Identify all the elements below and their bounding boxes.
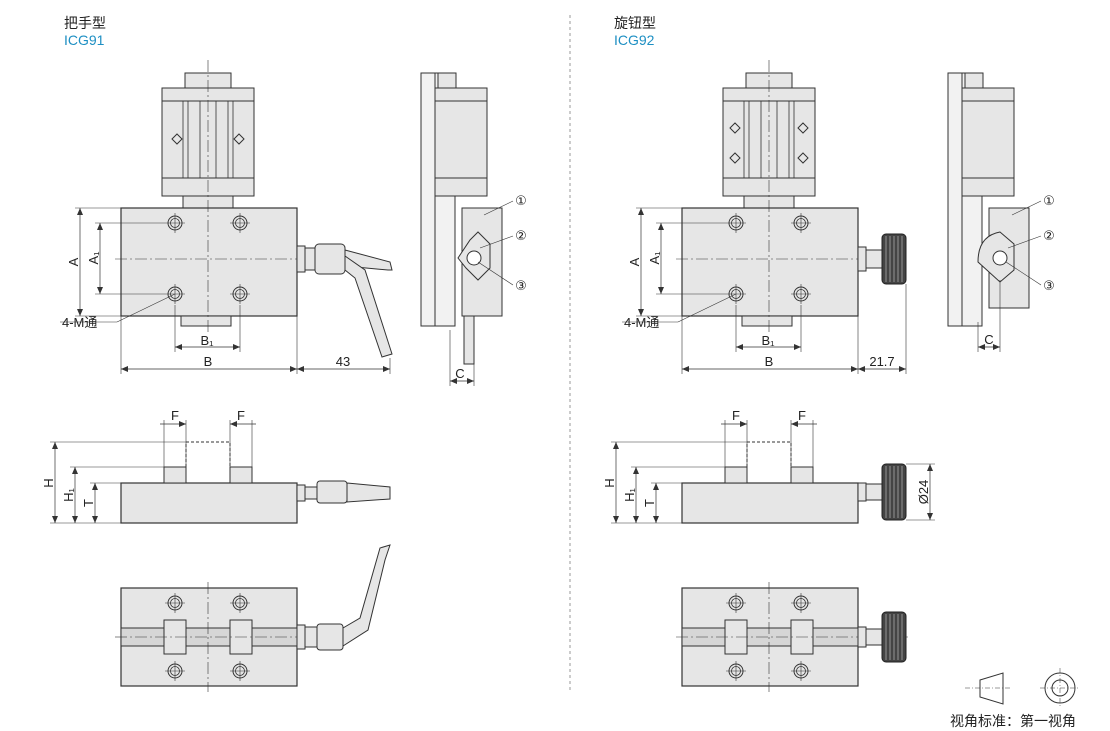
- right-front-view: [611, 420, 935, 524]
- projection-standard-label: 视角标准：第一视角: [950, 714, 1076, 730]
- left-callout-2: ②: [515, 228, 527, 243]
- left-dim-T: T: [81, 499, 96, 507]
- left-callout-1: ①: [515, 193, 527, 208]
- left-side-view: [420, 72, 514, 386]
- right-dim-H: H: [602, 478, 617, 487]
- left-title: 把手型: [64, 15, 106, 31]
- left-code: ICG91: [64, 32, 105, 48]
- right-bottom-view: [676, 582, 910, 692]
- left-main-block: [120, 207, 298, 317]
- right-title: 旋钮型: [614, 15, 656, 31]
- right-callout-3: ③: [1043, 278, 1055, 293]
- right-dim-H1: H₁: [622, 488, 637, 502]
- right-main-block: [681, 207, 859, 317]
- left-front-view: [50, 420, 391, 524]
- left-dim-H1: H₁: [61, 488, 76, 502]
- right-code: ICG92: [614, 32, 655, 48]
- left-dim-holes: 4-M通: [62, 315, 97, 330]
- right-top-view: [622, 60, 907, 374]
- left-dim-extent: 43: [336, 354, 350, 369]
- projection-symbol-icon: [965, 668, 1080, 708]
- left-dim-B1: B₁: [200, 333, 214, 348]
- left-dim-A1: A₁: [86, 251, 101, 265]
- left-bottom-view: [115, 544, 391, 692]
- right-dim-A: A: [627, 257, 642, 266]
- right-callout-1: ①: [1043, 193, 1055, 208]
- left-dim-F2: F: [237, 408, 245, 423]
- right-callout-2: ②: [1043, 228, 1055, 243]
- left-dim-A: A: [66, 257, 81, 266]
- right-side-view: [947, 72, 1042, 352]
- left-top-view: [60, 60, 393, 374]
- right-dim-knob: Ø24: [916, 480, 931, 505]
- left-dim-B: B: [204, 354, 213, 369]
- left-dim-C: C: [455, 366, 464, 381]
- left-dim-F1: F: [171, 408, 179, 423]
- right-dim-holes: 4-M通: [624, 315, 659, 330]
- left-dim-H: H: [41, 478, 56, 487]
- left-callout-3: ③: [515, 278, 527, 293]
- right-dim-A1: A₁: [647, 251, 662, 265]
- right-dim-C: C: [984, 332, 993, 347]
- right-dim-B1: B₁: [761, 333, 775, 348]
- right-dim-T: T: [642, 499, 657, 507]
- right-dim-F2: F: [798, 408, 806, 423]
- right-dim-extent: 21.7: [869, 354, 894, 369]
- right-dim-B: B: [765, 354, 774, 369]
- right-dim-F1: F: [732, 408, 740, 423]
